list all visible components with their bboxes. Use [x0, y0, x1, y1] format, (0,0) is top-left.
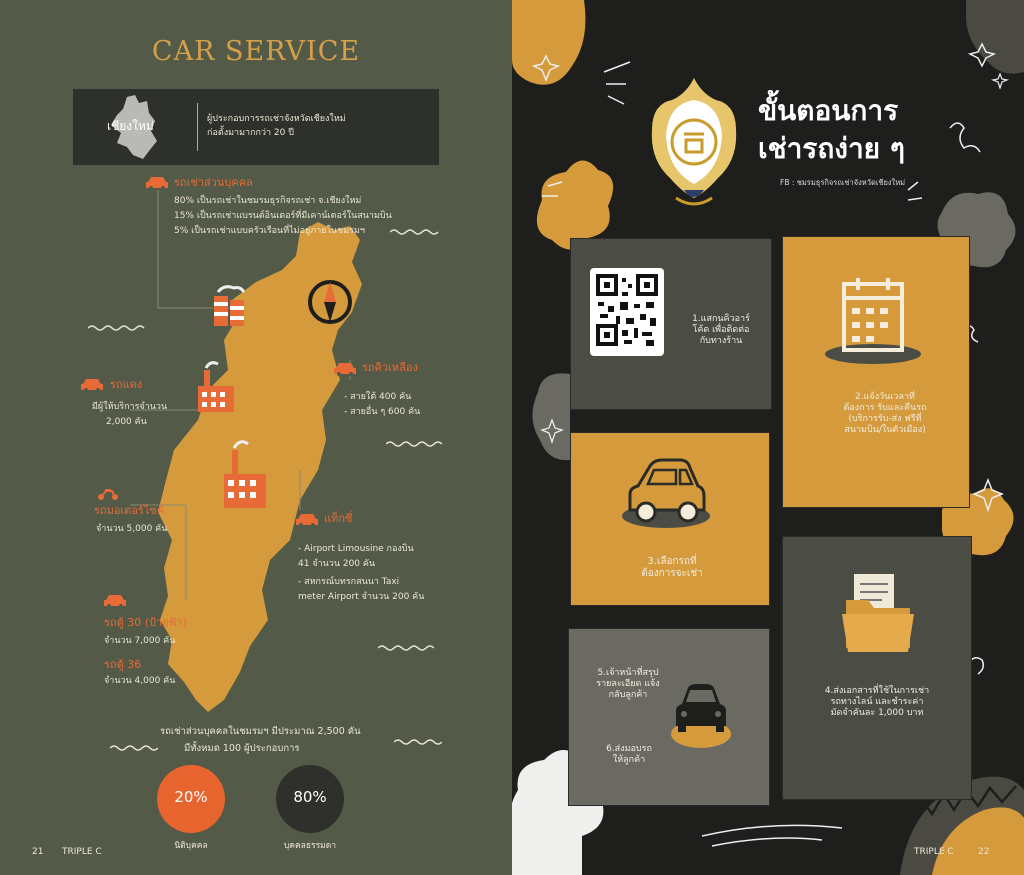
factory-icon: [224, 440, 266, 508]
van30-line: จำนวน 7,000 คัน: [104, 636, 176, 646]
step-card-5-6: [568, 628, 770, 806]
car-front-icon: [671, 684, 731, 748]
right-page: ขั้นตอนการ เช่ารถง่าย ๆ FB : ชมรมธุรกิจร…: [512, 0, 1024, 875]
taxi-line: - Airport Limousine กองบิน: [298, 544, 414, 554]
taxi-line: 41 จำนวน 200 คัน: [298, 559, 376, 569]
decorative-blobs: [512, 0, 1024, 875]
step-3-text: 3.เลือกรถที่ต้องการจะเช่า: [641, 556, 703, 579]
private-car-line: 15% เป็นรถเช่าแบรนด์อินเตอร์ที่มีเคาน์เต…: [174, 211, 392, 221]
left-page: CAR SERVICE เชียงใหม่ ผู้ประกอบการรถเช่า…: [0, 0, 512, 875]
stat-value-individual: 80%: [293, 788, 327, 806]
footer-page-number: 22: [978, 847, 990, 857]
car-icon: [334, 363, 356, 376]
step-1-text: 1.แสกนคิวอาร์โค้ด เพื่อติดต่อกับทางร้าน: [692, 314, 750, 346]
car-icon: [146, 177, 168, 190]
car-icon: [104, 595, 126, 608]
steps-title-line1: ขั้นตอนการ: [758, 94, 899, 127]
chiang-mai-map: [130, 190, 362, 712]
step-5-text: 5.เจ้าหน้าที่สรุปรายละเอียด แจ้งกลับลูกค…: [596, 668, 660, 700]
facebook-page: FB : ชมรมธุรกิจรถเช่าจังหวัดเชียงใหม่: [780, 178, 906, 187]
red-car-heading: รถแดง: [110, 378, 143, 391]
motorbike-heading: รถมอเตอร์ไซค์: [94, 504, 165, 517]
footer-page-number: 21: [32, 847, 44, 857]
yellow-car-line: - สายใต้ 400 คัน: [344, 392, 412, 402]
van30-heading: รถตู้ 30 (ป้ายฟ้า): [104, 616, 187, 629]
red-car-line: 2,000 คัน: [106, 417, 147, 427]
calendar-icon: [825, 278, 921, 364]
taxi-line: meter Airport จำนวน 200 คัน: [298, 592, 425, 602]
association-emblem-icon: [651, 78, 737, 206]
wave-decoration: [390, 229, 439, 235]
compass-icon: [308, 280, 352, 324]
motorbike-icon: [98, 489, 118, 500]
step-4-text: 4.ส่งเอกสารที่ใช้ในการเช่ารถทางไลน์ และช…: [824, 686, 930, 718]
step-card-2: [782, 236, 970, 508]
banner-divider: [197, 103, 198, 151]
yellow-car-line: - สายอื่น ๆ 600 คัน: [344, 407, 421, 417]
footer-brand: TRIPLE C: [62, 847, 102, 857]
private-car-line: 5% เป็นรถเช่าแบบครัวเรือนที่ไม่อยู่ภายใน…: [174, 226, 365, 236]
car-icon: [622, 458, 710, 528]
summary-line2: มีทั้งหมด 100 ผู้ประกอบการ: [184, 743, 300, 754]
province-banner: เชียงใหม่ ผู้ประกอบการรถเช่าจังหวัดเชียง…: [73, 89, 439, 165]
car-icon: [296, 514, 318, 527]
qr-code[interactable]: [590, 268, 664, 356]
taxi-line: - สหกรณ์บทรกสนนา Taxi: [298, 577, 400, 587]
document-folder-icon: [842, 574, 914, 652]
motorbike-line: จำนวน 5,000 คัน: [96, 524, 168, 534]
red-car-line: มีผู้ให้บริการจำนวน: [92, 402, 168, 412]
province-silhouette-icon: [111, 95, 157, 159]
step-2-text: 2.แจ้งวันเวลาที่ต้องการ รับและคืนรถ(บริก…: [843, 392, 927, 435]
taxi-heading: แท็กซี่: [324, 512, 353, 525]
summary-line1: รถเช่าส่วนบุคคลในชมรมฯ มีประมาณ 2,500 คั…: [160, 726, 361, 737]
stat-label-juristic: นิติบุคคล: [174, 841, 208, 851]
van36-line: จำนวน 4,000 คัน: [104, 676, 176, 686]
van36-heading: รถตู้ 36: [104, 658, 142, 671]
wave-decoration: [378, 645, 434, 651]
private-car-line: 80% เป็นรถเช่าในชมรมธุรกิจรถเช่า จ.เชียง…: [174, 196, 362, 206]
stat-value-juristic: 20%: [174, 788, 208, 806]
chimney-icon: [214, 285, 246, 326]
wave-decoration: [88, 325, 145, 331]
banner-desc-line2: ก่อตั้งมามากกว่า 20 ปี: [207, 128, 294, 138]
factory-icon: [198, 361, 234, 412]
wave-decoration: [394, 739, 442, 745]
banner-desc-line1: ผู้ประกอบการรถเช่าจังหวัดเชียงใหม่: [207, 114, 346, 124]
car-icon: [81, 379, 103, 392]
footer-brand: TRIPLE C: [914, 847, 954, 857]
step-6-text: 6.ส่งมอบรถให้ลูกค้า: [606, 744, 652, 765]
steps-title-line2: เช่ารถง่าย ๆ: [758, 132, 905, 165]
province-name: เชียงใหม่: [107, 119, 154, 133]
private-car-heading: รถเช่าส่วนบุคคล: [174, 176, 253, 189]
wave-decoration: [110, 745, 158, 751]
page-title: CAR SERVICE: [151, 36, 361, 67]
yellow-car-heading: รถคิวเหลือง: [362, 361, 418, 374]
stat-label-individual: บุคคลธรรมดา: [283, 841, 337, 851]
qr-code-icon: [596, 274, 658, 346]
stat-circle-juristic: [157, 765, 225, 833]
stat-circle-individual: [276, 765, 344, 833]
wave-decoration: [386, 441, 442, 447]
